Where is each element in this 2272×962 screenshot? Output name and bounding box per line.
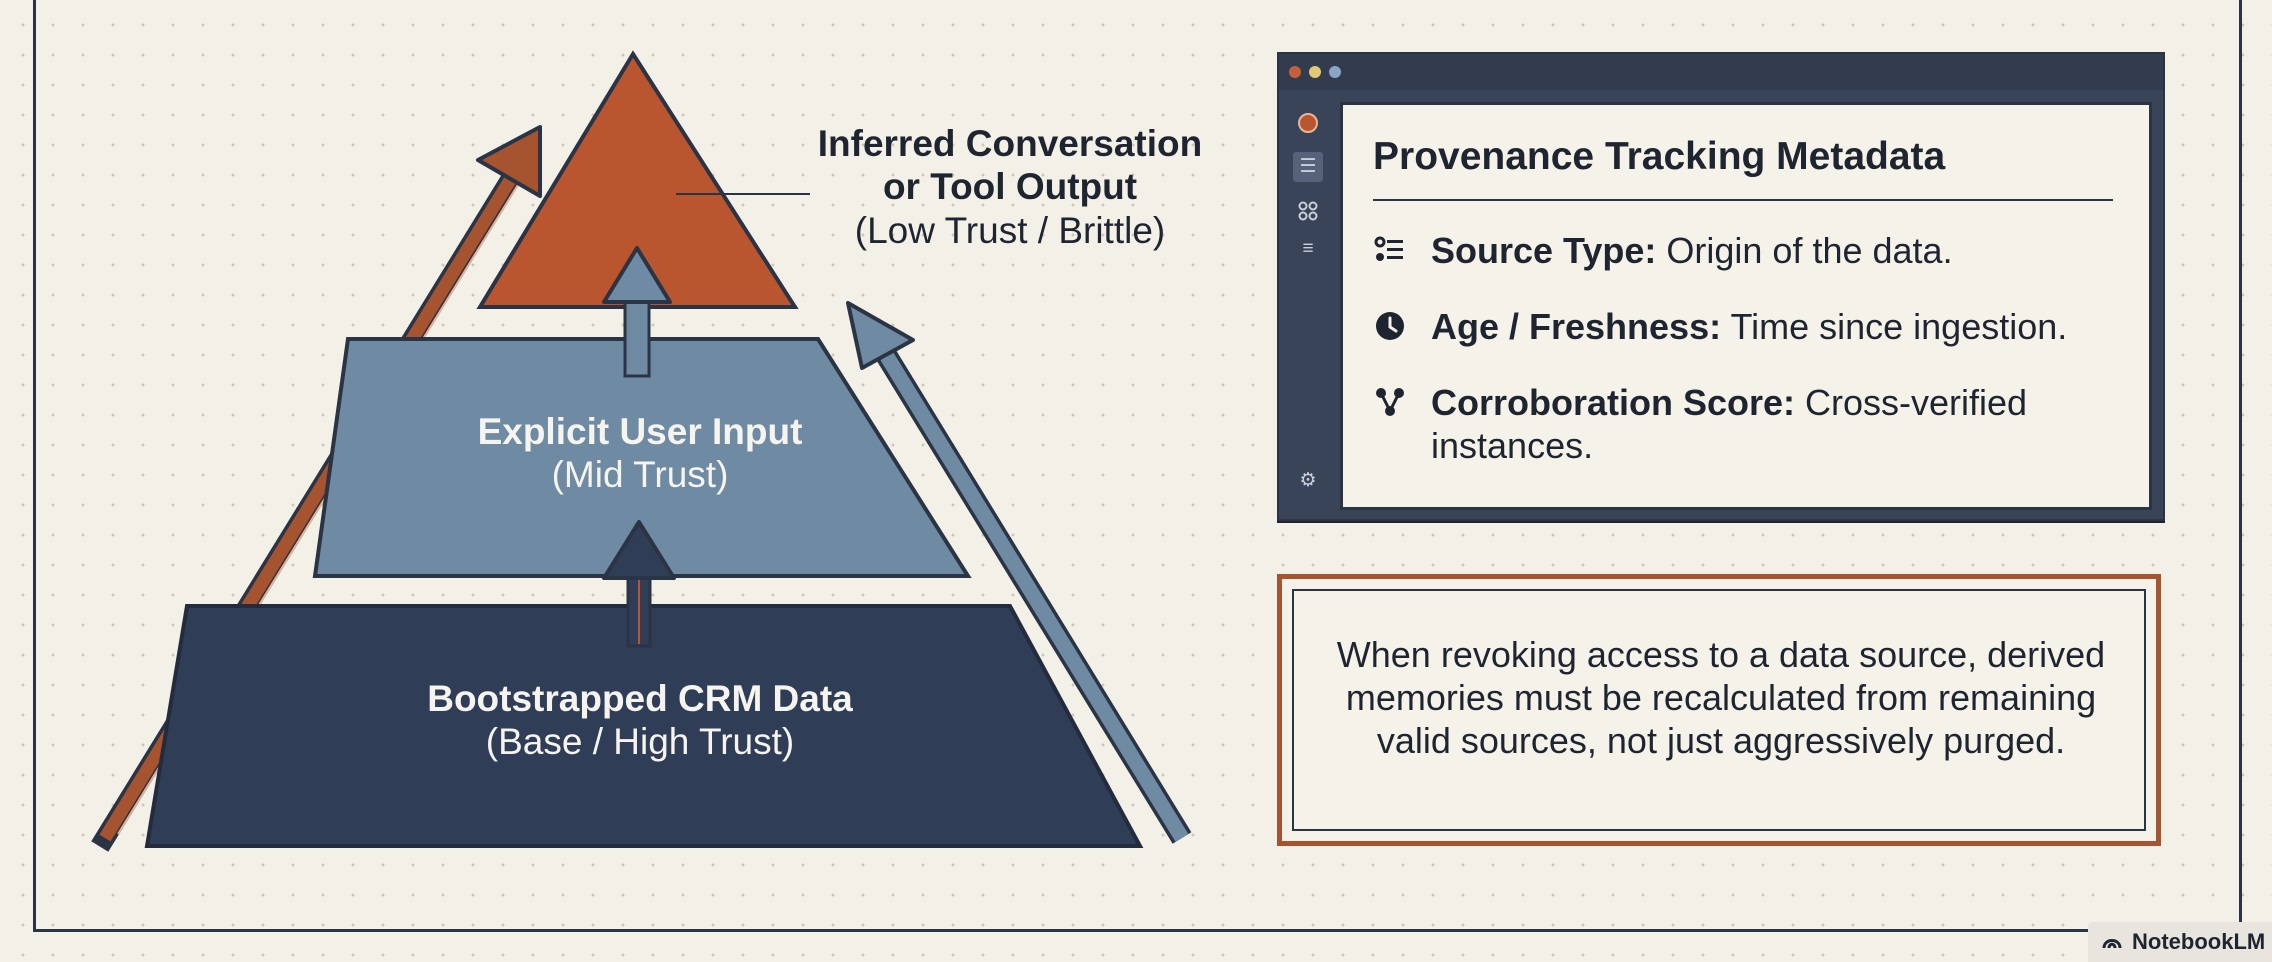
note-text: When revoking access to a data source, d…	[1336, 634, 2106, 762]
list-icon	[1374, 236, 1403, 261]
metadata-key: Corroboration Score:	[1431, 382, 1796, 423]
page-frame	[33, 0, 2242, 932]
grid-nav-icon[interactable]	[1293, 196, 1323, 226]
app-logo-icon	[1293, 108, 1323, 138]
metadata-value: Origin of the data.	[1656, 230, 1953, 271]
network-icon	[1376, 388, 1404, 416]
top-tier-leader-line	[676, 193, 810, 195]
badge-label: NotebookLM	[2132, 929, 2266, 954]
metadata-value: Time since ingestion.	[1721, 306, 2068, 347]
metadata-key: Source Type:	[1431, 230, 1657, 271]
top-tier-title-line2: or Tool Output	[882, 166, 1138, 208]
metadata-value: Cross-verified instances.	[1431, 382, 2028, 467]
settings-icon[interactable]: ⚙	[1299, 470, 1317, 491]
metadata-item-text: Corroboration Score: Cross-verified inst…	[1431, 381, 2131, 467]
base-tier	[144, 604, 1144, 848]
list-nav-icon[interactable]: ☰	[1293, 152, 1323, 182]
base-tier-subtitle: (Base / High Trust)	[485, 721, 795, 763]
metadata-item-text: Source Type: Origin of the data.	[1431, 229, 2131, 272]
clock-icon	[1376, 312, 1404, 340]
right-ascending-arrow	[846, 301, 1192, 844]
window-sidebar: ☰ ≡ ⚙	[1285, 102, 1331, 512]
notebooklm-badge: NotebookLM	[2088, 922, 2272, 962]
window-minimize-dot[interactable]	[1309, 66, 1321, 78]
middle-to-top-arrow	[602, 246, 672, 378]
notebooklm-logo-icon	[2102, 939, 2122, 949]
top-tier-label: Inferred Conversation or Tool Output (Lo…	[790, 122, 1230, 252]
metadata-content: Provenance Tracking Metadata Source Type…	[1340, 102, 2152, 510]
menu-nav-icon[interactable]: ≡	[1302, 238, 1314, 259]
middle-tier	[312, 337, 972, 578]
base-tier-label: Bootstrapped CRM Data (Base / High Trust…	[330, 677, 950, 764]
revocation-note: When revoking access to a data source, d…	[1277, 574, 2161, 846]
window-maximize-dot[interactable]	[1329, 66, 1341, 78]
metadata-window: ☰ ≡ ⚙ Provenance Tracking Metadata Sourc…	[1277, 52, 2165, 521]
top-tier-title-line1: Inferred Conversation	[817, 123, 1203, 164]
window-close-dot[interactable]	[1289, 66, 1301, 78]
middle-tier-label: Explicit User Input (Mid Trust)	[380, 410, 900, 497]
top-tier-subtitle: (Low Trust / Brittle)	[854, 209, 1166, 251]
metadata-item-text: Age / Freshness: Time since ingestion.	[1431, 305, 2131, 348]
note-inner-border: When revoking access to a data source, d…	[1292, 589, 2146, 831]
base-tier-title: Bootstrapped CRM Data	[427, 678, 853, 719]
base-to-middle-arrow	[602, 520, 676, 648]
window-titlebar	[1279, 54, 2163, 90]
middle-tier-title: Explicit User Input	[477, 411, 803, 452]
metadata-key: Age / Freshness:	[1431, 306, 1722, 347]
middle-tier-subtitle: (Mid Trust)	[551, 454, 729, 496]
panel-title: Provenance Tracking Metadata	[1373, 135, 1946, 178]
trust-pyramid	[91, 50, 1192, 852]
panel-divider	[1373, 199, 2113, 201]
